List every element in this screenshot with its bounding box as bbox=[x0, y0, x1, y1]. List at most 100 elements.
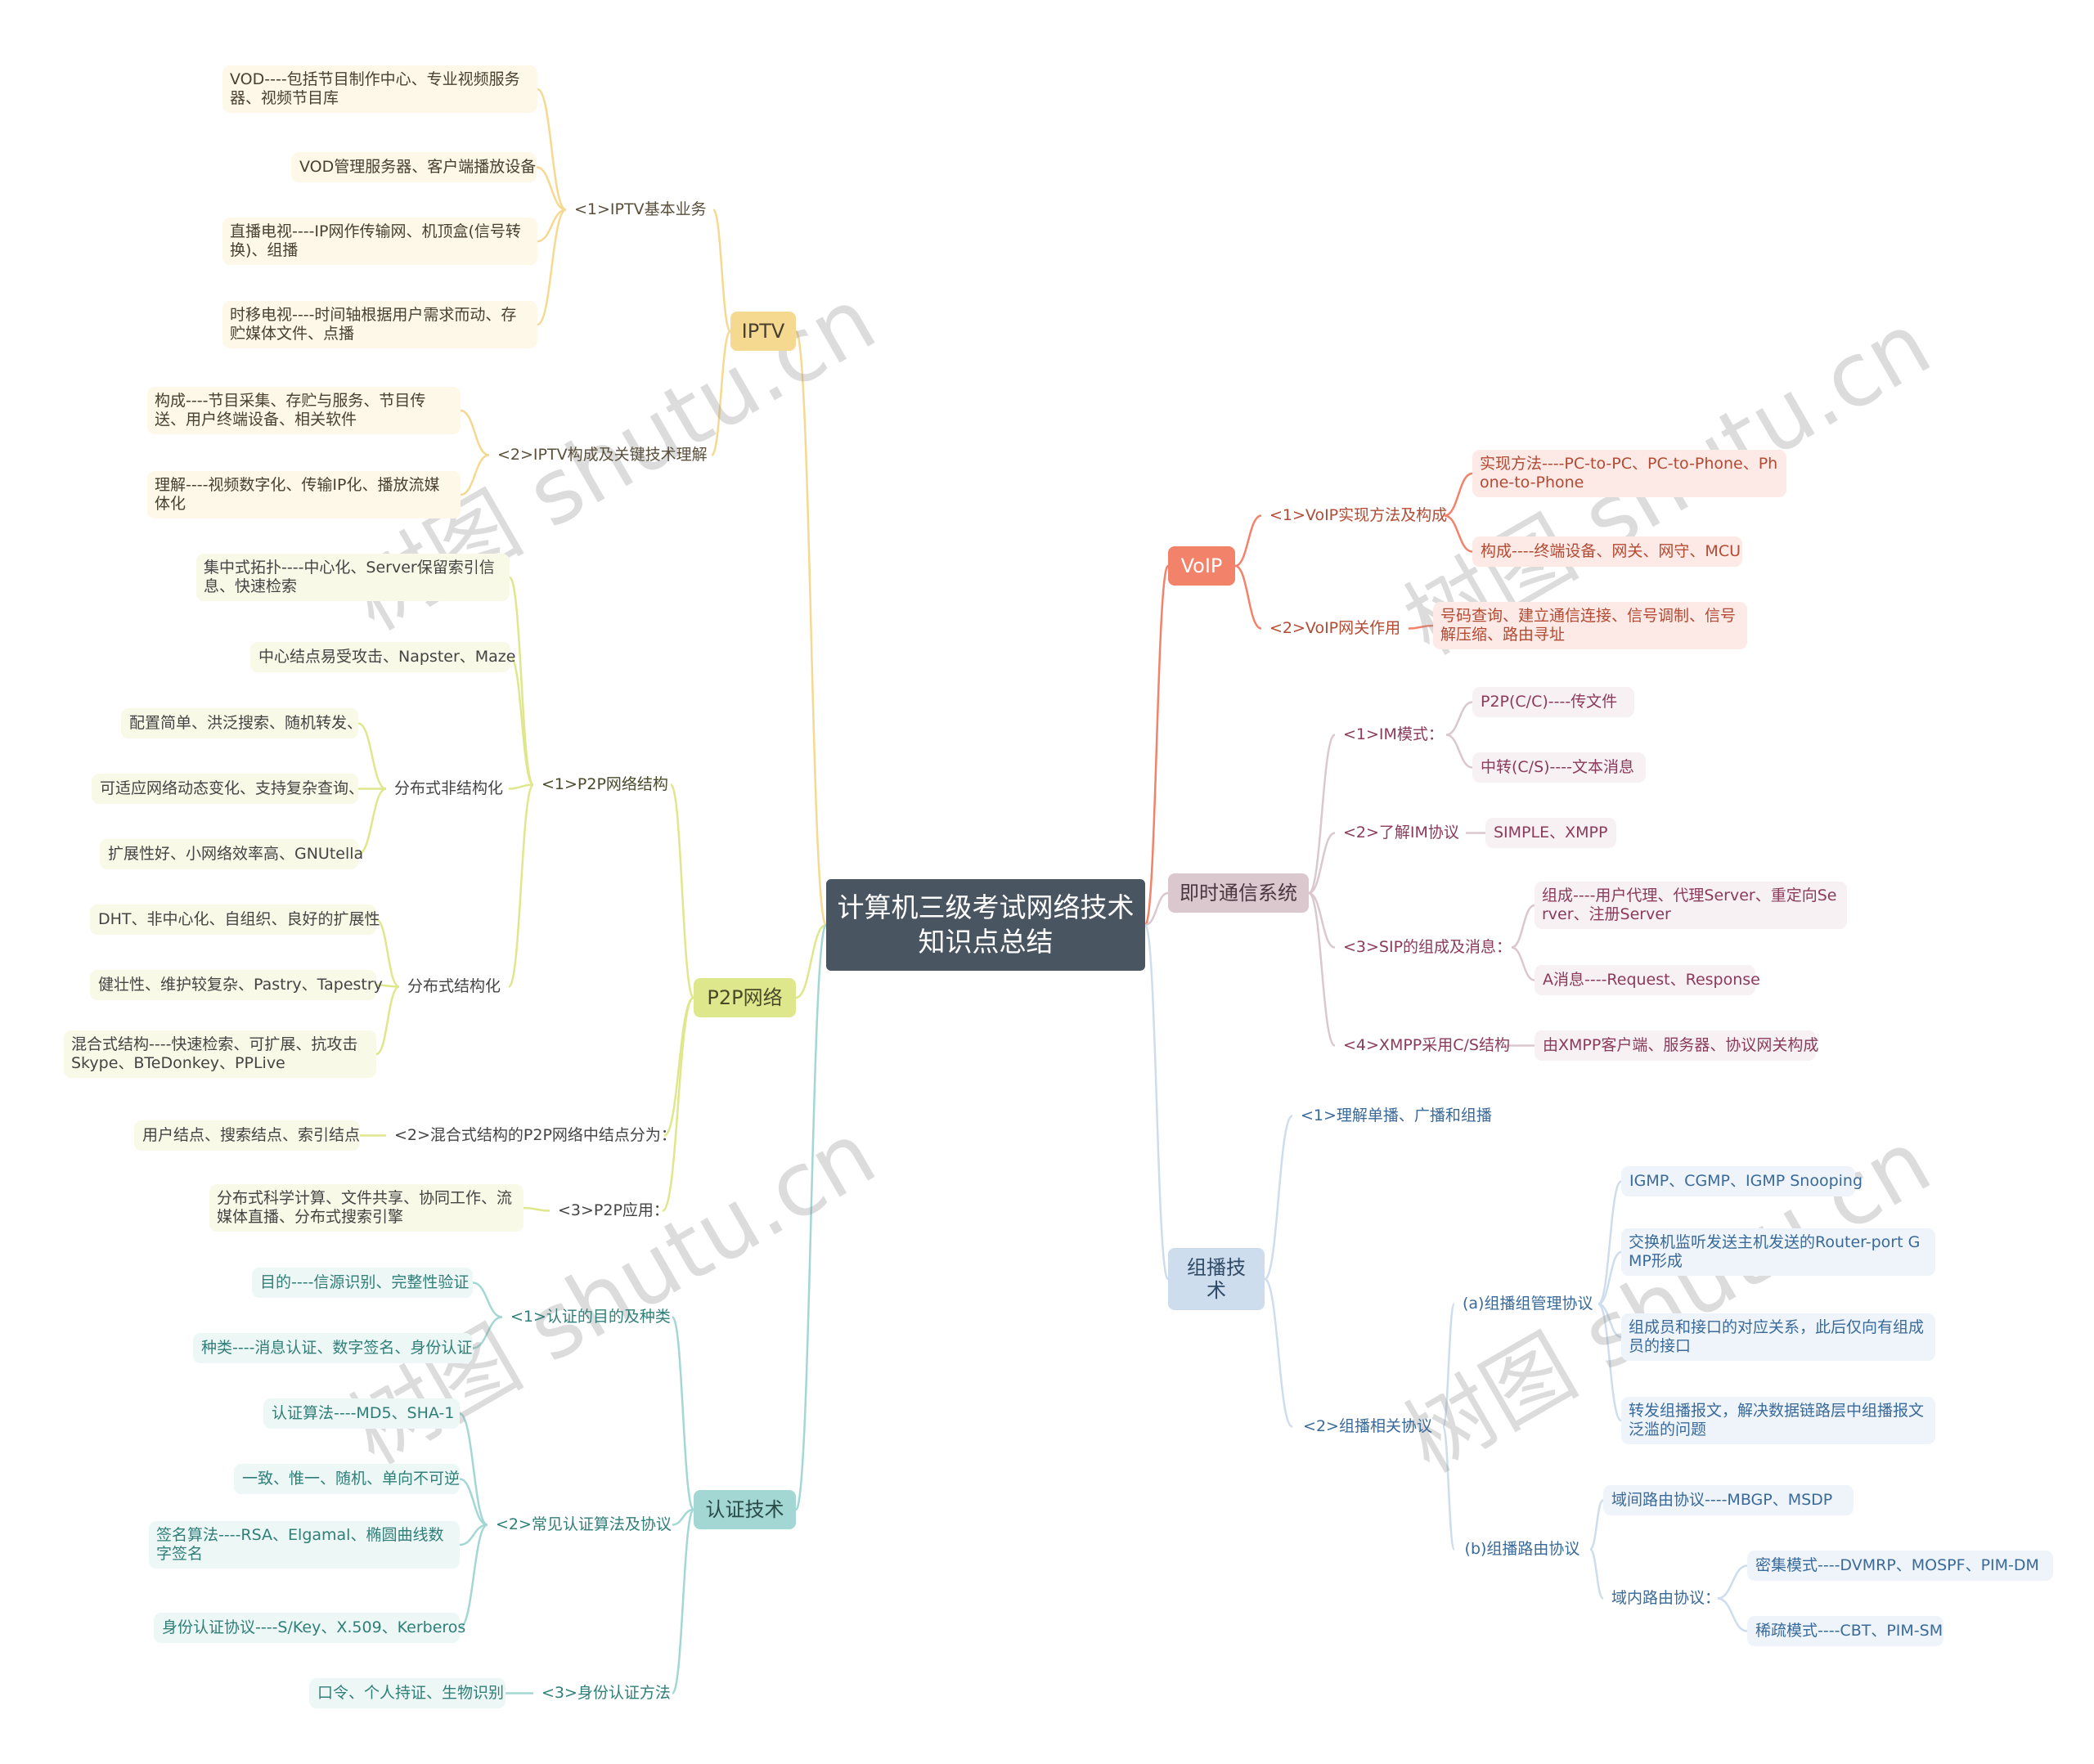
p2p-applications-item[interactable]: 分布式科学计算、文件共享、协同工作、流媒体直播、分布式搜索引擎 bbox=[209, 1184, 524, 1232]
iptv-live-tv-item[interactable]: 直播电视----IP网作传输网、机顶盒(信号转换)、组播 bbox=[222, 218, 537, 265]
connector bbox=[1511, 904, 1535, 949]
mc-interdomain-item[interactable]: 域间路由协议----MBGP、MSDP bbox=[1603, 1485, 1854, 1515]
mc-unicast-broadcast[interactable]: <1>理解单播、广播和组播 bbox=[1301, 1106, 1492, 1124]
auth-algorithms-protocols[interactable]: <2>常见认证算法及协议 bbox=[496, 1515, 672, 1533]
connector bbox=[1588, 1548, 1605, 1600]
im-sip-components-item[interactable]: 组成----用户代理、代理Server、重定向Server、注册Server bbox=[1535, 882, 1847, 929]
voip-method-composition[interactable]: <1>VoIP实现方法及构成 bbox=[1269, 506, 1448, 524]
connector bbox=[1445, 701, 1473, 736]
connector bbox=[794, 923, 828, 1511]
iptv-understanding-item[interactable]: 理解----视频数字化、传输IP化、播放流媒体化 bbox=[147, 471, 461, 518]
connector bbox=[507, 783, 535, 988]
auth-signature-item[interactable]: 签名算法----RSA、Elgamal、椭圆曲线数字签名 bbox=[149, 1521, 460, 1569]
p2p-structured-item[interactable]: 健壮性、维护较复杂、Pastry、Tapestry bbox=[90, 970, 383, 1000]
connector bbox=[1597, 1250, 1622, 1305]
connector bbox=[669, 783, 695, 999]
voip-composition-item[interactable]: 构成----终端设备、网关、网守、MCU bbox=[1472, 536, 1742, 567]
voip-gateway-item[interactable]: 号码查询、建立通信连接、信号调制、信号解压缩、路由寻址 bbox=[1433, 602, 1747, 649]
mc-intradomain[interactable]: 域内路由协议： bbox=[1611, 1589, 1721, 1607]
connector bbox=[1441, 1425, 1456, 1551]
im-relay-mode-item[interactable]: 中转(C/S)----文本消息 bbox=[1472, 752, 1646, 783]
topic-voip[interactable]: VoIP bbox=[1168, 546, 1235, 586]
connector bbox=[472, 1281, 503, 1318]
auth-identity-methods[interactable]: <3>身份认证方法 bbox=[541, 1684, 671, 1702]
iptv-composition[interactable]: <2>IPTV构成及关键技术理解 bbox=[497, 446, 708, 464]
p2p-structured[interactable]: 分布式结构化 bbox=[407, 977, 501, 995]
mc-snooping-item[interactable]: 交换机监听发送主机发送的Router-port GMP形成 bbox=[1621, 1228, 1935, 1276]
mc-igmp-item[interactable]: IGMP、CGMP、IGMP Snooping bbox=[1621, 1166, 1863, 1196]
mc-dense-mode-item[interactable]: 密集模式----DVMRP、MOSPF、PIM-DM bbox=[1747, 1551, 2053, 1581]
connector bbox=[795, 923, 827, 999]
p2p-node-types-item[interactable]: 用户结点、搜索结点、索引结点 bbox=[134, 1120, 360, 1151]
auth-properties-item[interactable]: 一致、惟一、随机、单向不可逆 bbox=[234, 1464, 460, 1494]
connector bbox=[509, 656, 535, 786]
connector bbox=[459, 1478, 488, 1526]
connector bbox=[523, 1206, 550, 1212]
connector bbox=[459, 1412, 488, 1526]
mc-sparse-mode-item[interactable]: 稀疏模式----CBT、PIM-SM bbox=[1747, 1616, 1943, 1646]
connector bbox=[1444, 514, 1473, 553]
mc-group-management[interactable]: (a)组播组管理协议 bbox=[1463, 1295, 1593, 1313]
connector bbox=[536, 166, 567, 211]
mc-routing-protocols[interactable]: (b)组播路由协议 bbox=[1464, 1540, 1580, 1558]
iptv-composition-item[interactable]: 构成----节目采集、存贮与服务、节目传送、用户终端设备、相关软件 bbox=[147, 387, 461, 434]
mc-forwarding-item[interactable]: 转发组播报文，解决数据链路层中组播报文泛滥的问题 bbox=[1621, 1397, 1935, 1444]
connector bbox=[1264, 1277, 1293, 1428]
p2p-unstructured[interactable]: 分布式非结构化 bbox=[394, 779, 504, 797]
p2p-centralized-item[interactable]: 集中式拓扑----中心化、Server保留索引信息、快速检索 bbox=[196, 554, 510, 601]
auth-purpose-types[interactable]: <1>认证的目的及种类 bbox=[510, 1308, 671, 1326]
auth-identity-methods-item[interactable]: 口令、个人持证、生物识别 bbox=[309, 1678, 506, 1708]
iptv-basic-services[interactable]: <1>IPTV基本业务 bbox=[574, 200, 707, 218]
connector bbox=[508, 576, 535, 786]
topic-instant-messaging[interactable]: 即时通信系统 bbox=[1168, 873, 1309, 913]
auth-purpose-item[interactable]: 目的----信源识别、完整性验证 bbox=[252, 1268, 473, 1298]
connector bbox=[1445, 734, 1473, 769]
connector bbox=[1717, 1564, 1748, 1600]
topic-multicast[interactable]: 组播技术 bbox=[1168, 1248, 1265, 1310]
p2p-hybrid-structure-item[interactable]: 混合式结构----快速检索、可扩展、抗攻击 Skype、BTeDonkey、PP… bbox=[64, 1030, 376, 1078]
connector bbox=[1511, 946, 1535, 981]
auth-types-item[interactable]: 种类----消息认证、数字签名、身份认证 bbox=[193, 1333, 473, 1363]
iptv-vod-item[interactable]: VOD----包括节目制作中心、专业视频服务器、视频节目库 bbox=[222, 65, 537, 113]
im-protocols[interactable]: <2>了解IM协议 bbox=[1343, 824, 1459, 842]
voip-method-item[interactable]: 实现方法----PC-to-PC、PC-to-Phone、Phone-to-Ph… bbox=[1472, 450, 1786, 497]
topic-p2p[interactable]: P2P网络 bbox=[694, 978, 796, 1017]
connector bbox=[357, 788, 387, 855]
im-xmpp-item[interactable]: 由XMPP客户端、服务器、协议网关构成 bbox=[1535, 1030, 1818, 1061]
p2p-unstructured-item[interactable]: 扩展性好、小网络效率高、GNUtella bbox=[100, 839, 363, 869]
p2p-unstructured-item[interactable]: 配置简单、洪泛搜索、随机转发、 bbox=[121, 708, 362, 738]
connector bbox=[1144, 891, 1169, 927]
connector bbox=[1308, 832, 1336, 895]
auth-algorithm-item[interactable]: 认证算法----MD5、SHA-1 bbox=[263, 1398, 460, 1429]
im-modes[interactable]: <1>IM模式： bbox=[1343, 725, 1444, 743]
connector bbox=[1234, 564, 1262, 630]
topic-iptv[interactable]: IPTV bbox=[730, 312, 796, 351]
connector bbox=[508, 783, 534, 790]
connector bbox=[460, 454, 490, 496]
connector bbox=[537, 88, 567, 211]
iptv-timeshift-item[interactable]: 时移电视----时间轴根据用户需求而动、存贮媒体文件、点播 bbox=[222, 301, 537, 348]
root-topic[interactable]: 计算机三级考试网络技术知识点总结 bbox=[826, 879, 1145, 971]
auth-identity-protocol-item[interactable]: 身份认证协议----S/Key、X.509、Kerberos bbox=[154, 1613, 465, 1643]
p2p-unstructured-item[interactable]: 可适应网络动态变化、支持复杂查询、 bbox=[92, 774, 364, 804]
connector bbox=[537, 209, 567, 243]
p2p-applications[interactable]: <3>P2P应用： bbox=[558, 1201, 669, 1219]
connector bbox=[1307, 891, 1337, 1047]
p2p-central-node-item[interactable]: 中心结点易受攻击、Napster、Maze bbox=[250, 642, 515, 672]
im-sip-messages-item[interactable]: A消息----Request、Response bbox=[1535, 965, 1760, 995]
im-p2p-mode-item[interactable]: P2P(C/C)----传文件 bbox=[1472, 687, 1634, 717]
p2p-network-structure[interactable]: <1>P2P网络结构 bbox=[541, 775, 668, 793]
im-xmpp-structure[interactable]: <4>XMPP采用C/S结构 bbox=[1343, 1036, 1510, 1054]
p2p-hybrid-nodes[interactable]: <2>混合式结构的P2P网络中结点分为： bbox=[394, 1126, 676, 1144]
mc-related-protocols[interactable]: <2>组播相关协议 bbox=[1303, 1417, 1432, 1435]
mc-group-member-item[interactable]: 组成员和接口的对应关系，此后仅向有组成员的接口 bbox=[1621, 1313, 1935, 1361]
connector bbox=[1588, 1499, 1605, 1551]
topic-authentication[interactable]: 认证技术 bbox=[694, 1490, 796, 1529]
im-protocols-item[interactable]: SIMPLE、XMPP bbox=[1485, 818, 1616, 848]
connector bbox=[460, 409, 490, 456]
iptv-vod-management-item[interactable]: VOD管理服务器、客户端播放设备 bbox=[291, 152, 537, 182]
p2p-structured-item[interactable]: DHT、非中心化、自组织、良好的扩展性 bbox=[90, 904, 380, 935]
im-sip-components[interactable]: <3>SIP的组成及消息： bbox=[1343, 938, 1512, 956]
voip-gateway-role[interactable]: <2>VoIP网关作用 bbox=[1269, 619, 1401, 637]
